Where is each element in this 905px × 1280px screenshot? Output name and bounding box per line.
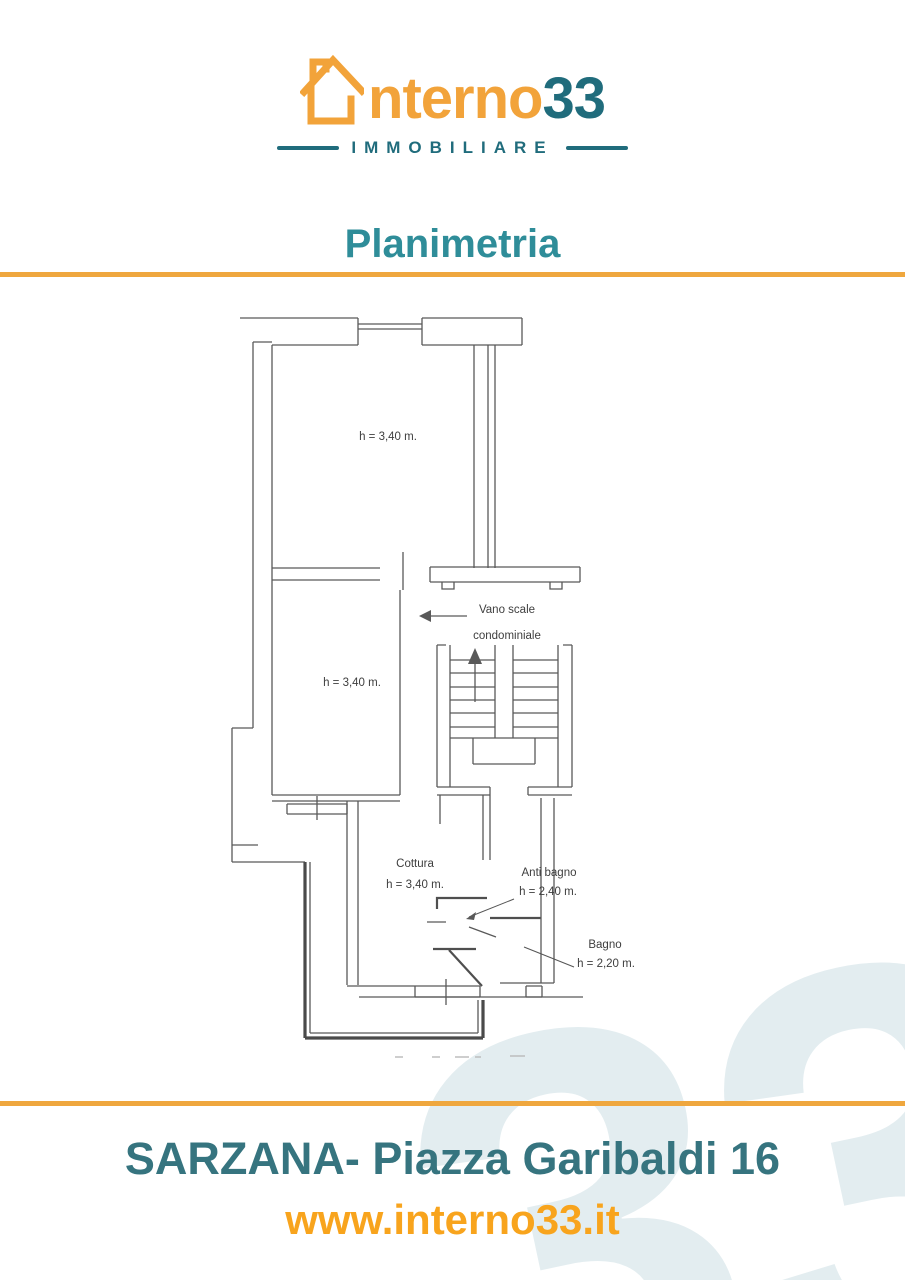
antibagno-height-label: h = 2,40 m. (519, 886, 577, 898)
antibagno-label: Anti bagno (522, 867, 577, 879)
left-arrow-icon (419, 610, 431, 622)
hall-walls (271, 552, 581, 590)
property-address: SARZANA- Piazza Garibaldi 16 (124, 1133, 781, 1184)
cottura-label: Cottura (396, 858, 434, 870)
middle-room-height-label: h = 3,40 m. (323, 677, 381, 689)
tagline-line-left (277, 146, 340, 150)
top-room-walls (240, 317, 523, 568)
bottom-section-walls (303, 795, 583, 1040)
logo-tagline-row: IMMOBILIARE (0, 138, 905, 158)
cottura-height-label: h = 3,40 m. (386, 879, 444, 891)
bagno-label: Bagno (588, 939, 621, 951)
stairwell (436, 644, 573, 824)
tagline-line-right (565, 146, 628, 150)
floor-plan-image: h = 3,40 m. h = 3,40 m. Vano scale condo… (170, 300, 770, 1065)
label-leaders (466, 898, 575, 968)
plan-labels: h = 3,40 m. h = 3,40 m. Vano scale condo… (323, 431, 635, 970)
logo: nterno33 (0, 50, 905, 127)
antibagno-leader-arrow (466, 912, 476, 920)
stairwell-label-line1: Vano scale (479, 604, 535, 616)
floor-plan-svg: h = 3,40 m. h = 3,40 m. Vano scale condo… (231, 317, 635, 1058)
divider-bottom (0, 1101, 905, 1106)
stairwell-label-line2: condominiale (473, 630, 541, 642)
logo-prefix: nterno (368, 65, 543, 131)
top-room-height-label: h = 3,40 m. (359, 431, 417, 443)
page-title: Planimetria (344, 222, 561, 266)
faint-scan-marks (395, 1055, 525, 1058)
stairs-up-arrow-icon (468, 648, 482, 664)
divider-top (0, 272, 905, 277)
logo-suffix: 33 (542, 65, 606, 131)
vano-scale-arrow (419, 610, 467, 622)
agency-website-link[interactable]: www.interno33.it (285, 1196, 620, 1243)
logo-wordmark: nterno33 (368, 69, 606, 127)
bagno-height-label: h = 2,20 m. (577, 958, 635, 970)
middle-room-walls (231, 568, 401, 863)
house-icon (300, 54, 365, 125)
logo-tagline: IMMOBILIARE (351, 138, 554, 157)
